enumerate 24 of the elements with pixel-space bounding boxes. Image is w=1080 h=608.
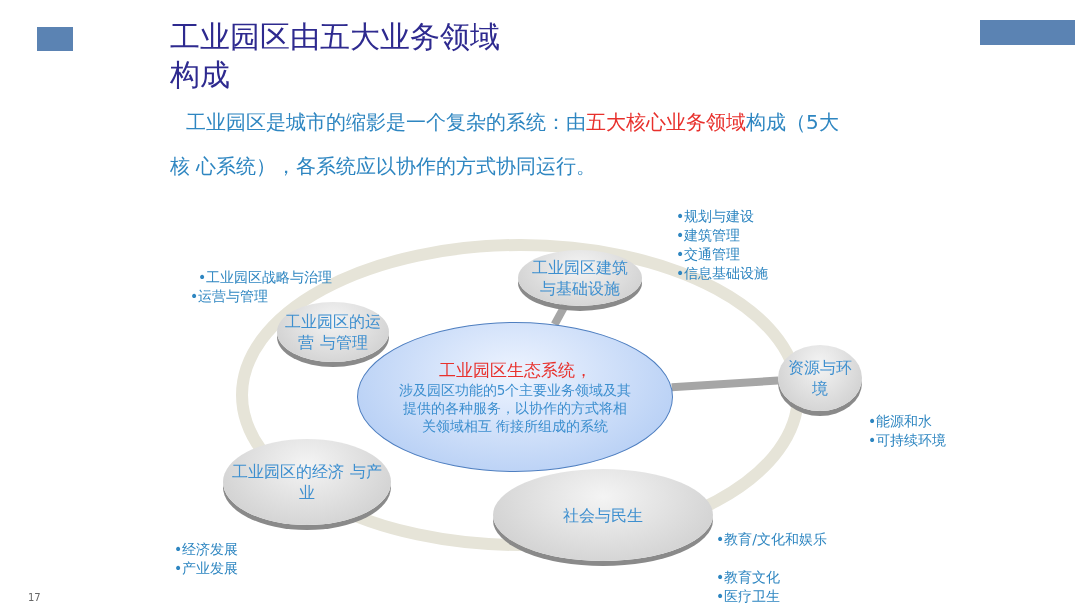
- bullet-item: •可持续环境: [868, 431, 947, 450]
- domain-label: 工业园区的经济 与产业: [231, 461, 383, 503]
- slide-title: 工业园区由五大业务领域构成: [170, 18, 501, 94]
- domain-label: 工业园区的运营 与管理: [285, 311, 381, 353]
- bullet-item: •工业园区战略与治理: [198, 268, 333, 287]
- bullet-item: •交通管理: [676, 245, 741, 264]
- core-heading: 工业园区生态系统，: [438, 359, 592, 381]
- bullet-item: •教育文化: [716, 568, 781, 587]
- core-description: 涉及园区功能的5个主要业务领域及其提供的各种服务，以协作的方式将相关领域相互 衔接所组成的系统: [398, 381, 632, 435]
- bullet-item: •产业发展: [174, 559, 239, 578]
- bullet-item: •经济发展: [174, 540, 239, 559]
- bullet-item: •运营与管理: [190, 287, 269, 306]
- bullet-item: •建筑管理: [676, 226, 741, 245]
- domain-label: 工业园区建筑与基础设施: [531, 257, 629, 299]
- bullet-item: •信息基础设施: [676, 264, 769, 283]
- connector-bar: [671, 376, 779, 392]
- intro-text: 工业园区是城市的缩影是一个复杂的系统：由五大核心业务领域构成（5大核 心系统），各系统应以协作的方式协同运行。: [170, 109, 840, 180]
- bullet-item: •医疗卫生: [716, 587, 781, 606]
- page-number: 17: [28, 591, 41, 605]
- domain-label: 社会与民生: [563, 504, 643, 526]
- domain-label: 资源与环境: [787, 357, 853, 399]
- bullet-item: •规划与建设: [676, 207, 755, 226]
- bullet-item: •能源和水: [868, 412, 933, 431]
- bullet-item: •教育/文化和娱乐: [716, 530, 827, 549]
